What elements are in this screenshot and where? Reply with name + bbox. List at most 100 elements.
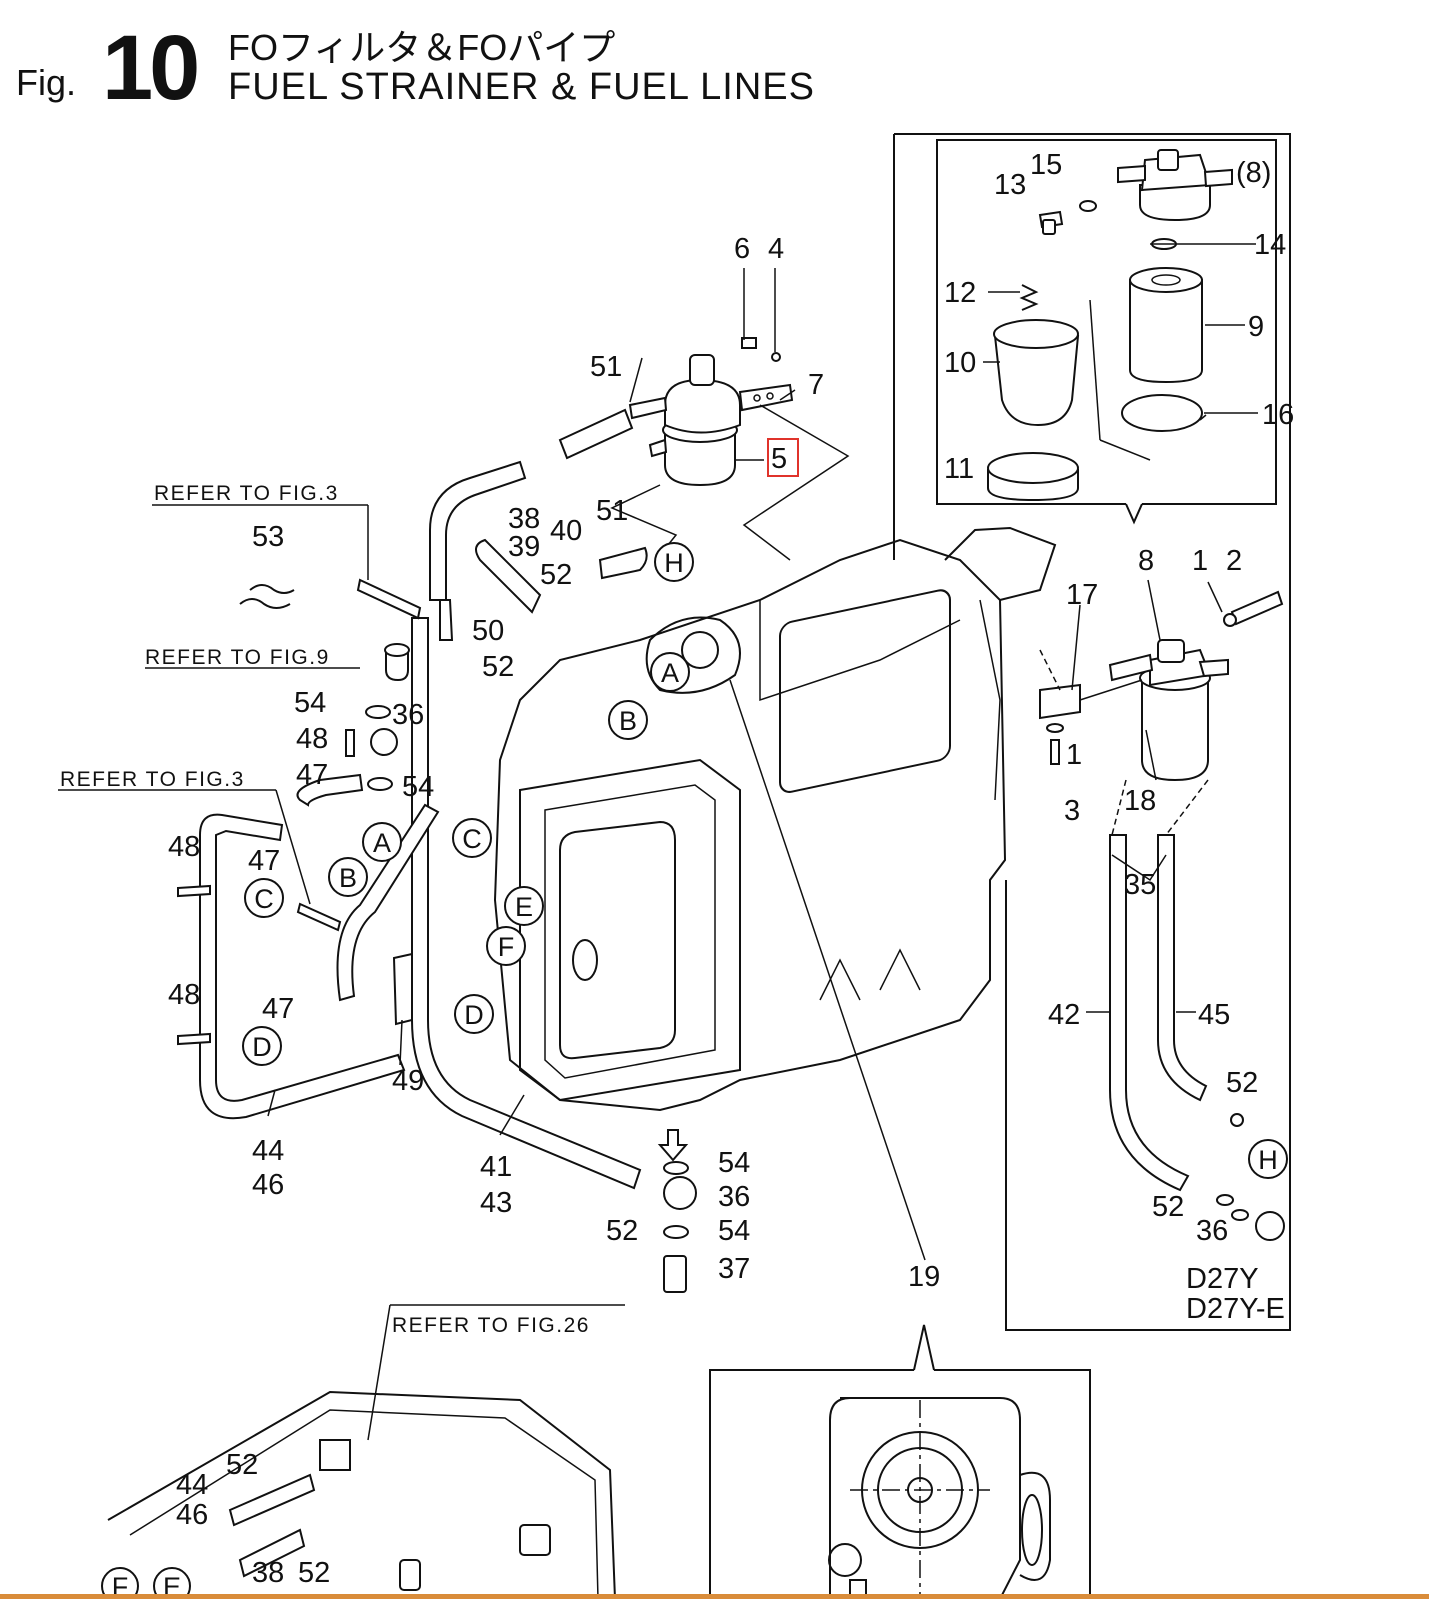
svg-text:F: F [498,932,515,962]
part-19: 19 [908,1261,940,1293]
figure-label: Fig. [16,62,77,103]
part-45: 45 [1198,999,1230,1031]
title-japanese: FOフィルタ＆FOパイプ [228,27,616,68]
callout-c-2: C [244,878,284,918]
part-52-a: 52 [540,559,572,591]
fuel-hoses [199,408,1208,1192]
part-47-a: 47 [296,759,328,791]
svg-text:B: B [619,706,637,736]
figure-number: 10 [102,17,200,119]
part-14: 14 [1254,229,1286,261]
highlight-box-part-5 [767,438,799,477]
part-1-a: 1 [1192,545,1208,577]
part-54-d: 54 [718,1215,750,1247]
filter-parts-inset [987,149,1233,502]
part-54-b: 54 [402,771,434,803]
part-8: 8 [1138,545,1154,577]
part-18: 18 [1124,785,1156,817]
part-54-a: 54 [294,687,326,719]
callout-f-3: F [101,1567,139,1599]
svg-text:C: C [462,824,482,854]
svg-text:B: B [339,863,357,893]
water-separator [1039,590,1284,836]
callout-h-2: H [1248,1139,1288,1179]
part-5: 5 [771,443,787,475]
part-15: 15 [1030,149,1062,181]
part-48-c: 48 [168,979,200,1011]
clamps-and-bolts [177,578,1285,1293]
part-42: 42 [1048,999,1080,1031]
model-label-d27y-e: D27Y-E [1186,1293,1285,1325]
part-17: 17 [1066,579,1098,611]
part-10: 10 [944,347,976,379]
part-numbers: 6 4 51 7 5 53 38 39 40 51 52 50 52 54 36… [168,149,1294,1589]
part-8-bracketed: (8) [1236,157,1271,189]
fuel-strainer-main [628,337,794,487]
callout-f-1: F [486,926,526,966]
title-english: FUEL STRAINER & FUEL LINES [228,66,815,108]
part-44-b: 44 [176,1469,208,1501]
part-4: 4 [768,233,784,265]
svg-text:D: D [464,1000,484,1030]
svg-text:A: A [373,828,391,858]
part-52-d: 52 [1226,1067,1258,1099]
part-36-c: 36 [1196,1215,1228,1247]
part-43: 43 [480,1187,512,1219]
part-52-g: 52 [298,1557,330,1589]
model-label-d27y: D27Y [1186,1263,1259,1295]
part-37: 37 [718,1253,750,1285]
callout-a-2: A [362,822,402,862]
callout-d-1: D [454,994,494,1034]
part-3: 3 [1064,795,1080,827]
part-50: 50 [472,615,504,647]
part-53: 53 [252,521,284,553]
callout-circles: A B C E F D H A B C D H F E [101,542,1288,1599]
part-52-b: 52 [482,651,514,683]
part-36-b: 36 [718,1181,750,1213]
part-47-c: 47 [262,993,294,1025]
part-38: 38 [508,503,540,535]
refer-to-fig3-label: REFER TO FIG.3 [154,482,339,505]
part-40: 40 [550,515,582,547]
engine-block [493,526,1057,1112]
svg-text:C: C [254,884,274,914]
refer-to-fig26-label: REFER TO FIG.26 [392,1314,590,1337]
inset-frame-filter-parts [936,139,1277,525]
callout-d-2: D [242,1026,282,1066]
svg-text:E: E [163,1572,181,1599]
inset-frame-outer [893,133,1291,1331]
part-16: 16 [1262,399,1294,431]
part-38-b: 38 [252,1557,284,1589]
inset-frame-bottom [709,1324,1091,1599]
svg-text:H: H [1258,1145,1278,1175]
part-48-a: 48 [296,723,328,755]
part-1-b: 1 [1066,739,1082,771]
refer-to-fig9-label: REFER TO FIG.9 [145,646,330,669]
part-7: 7 [808,369,824,401]
lower-cover [107,1390,616,1599]
part-51: 51 [590,351,622,383]
callout-b-2: B [328,857,368,897]
svg-text:E: E [515,892,533,922]
callout-c-1: C [452,818,492,858]
part-39: 39 [508,531,540,563]
svg-text:D: D [252,1032,272,1062]
part-13: 13 [994,169,1026,201]
part-44-a: 44 [252,1135,284,1167]
part-2: 2 [1226,545,1242,577]
refer-to-fig3-label-2: REFER TO FIG.3 [60,768,245,791]
part-52-e: 52 [1152,1191,1184,1223]
callout-b-1: B [608,700,648,740]
part-52-f: 52 [226,1449,258,1481]
part-9: 9 [1248,311,1264,343]
part-12: 12 [944,277,976,309]
part-11: 11 [944,453,974,485]
part-54-c: 54 [718,1147,750,1179]
part-47-b: 47 [248,845,280,877]
svg-text:A: A [661,658,679,688]
svg-text:H: H [664,548,684,578]
oil-filter-bracket [828,1397,1051,1599]
part-52-c: 52 [606,1215,638,1247]
part-41: 41 [480,1151,512,1183]
callout-h-1: H [654,542,694,582]
